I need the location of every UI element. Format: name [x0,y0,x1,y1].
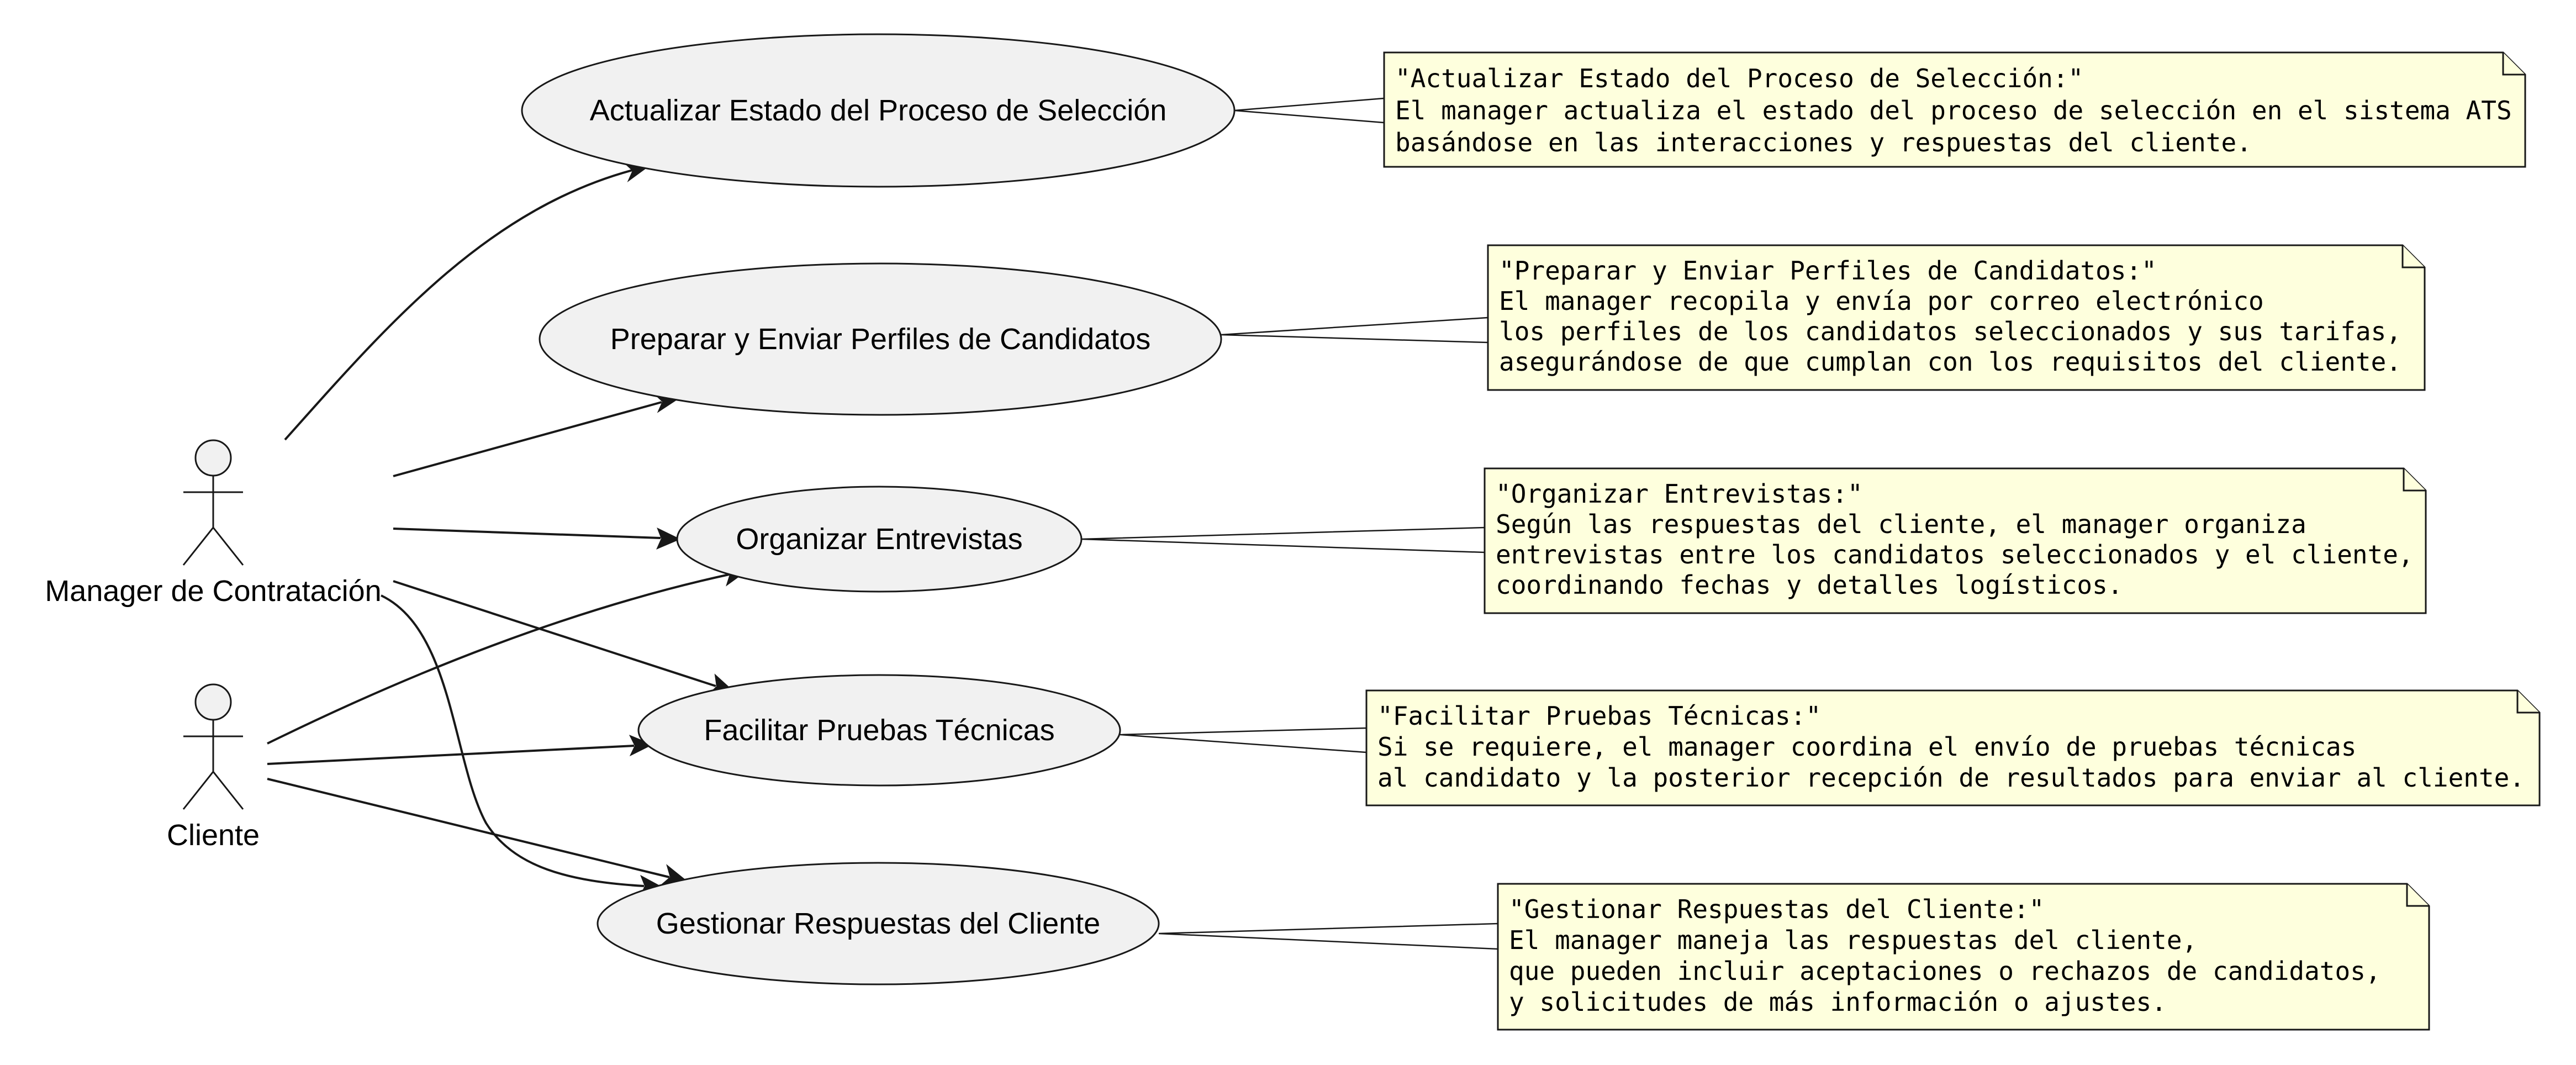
note-line: al candidato y la posterior recepción de… [1377,763,2525,793]
usecase-ellipse [637,674,1121,787]
note-line: que pueden incluir aceptaciones o rechaz… [1509,956,2381,986]
usecase-client-responses-label: Gestionar Respuestas del Cliente [656,907,1100,940]
usecase-organize-interviews-label: Organizar Entrevistas [736,523,1022,556]
edge-manager-send-profiles [393,401,662,477]
note-fold [2516,690,2540,714]
note-text: "Gestionar Respuestas del Cliente:" El m… [1509,894,2396,1017]
arrowhead-tech-client [629,735,653,757]
note-connector [1158,922,1499,950]
actor-head [194,683,232,721]
edge-manager-organize [393,528,661,539]
note-line: El manager actualiza el estado del proce… [1395,96,2512,125]
usecase-ellipse [539,262,1222,416]
edge-manager-update-status [284,169,633,441]
note-line: los perfiles de los candidatos seleccion… [1499,317,2401,346]
arrowhead-organize-manager [656,527,681,550]
note-tech-tests: "Facilitar Pruebas Técnicas:" Si se requ… [1120,689,2541,806]
actor-manager: Manager de Contratación [45,439,382,608]
relationships [267,162,748,897]
note-line: "Actualizar Estado del Proceso de Selecc… [1395,64,2083,93]
note-line: y solicitudes de más información o ajust… [1509,987,2167,1017]
note-connector [1081,526,1486,553]
actor-body [182,476,244,566]
note-line: "Gestionar Respuestas del Cliente:" [1509,894,2044,924]
actor-manager-label: Manager de Contratación [45,574,381,608]
usecase-ellipse [597,862,1160,985]
note-fold [2502,52,2525,76]
note-connector [1120,727,1368,753]
usecase-organize-interviews: Organizar Entrevistas [676,486,1083,593]
note-fold [2401,245,2425,268]
actor-client: Cliente [167,683,260,852]
note-line: asegurándose de que cumplan con los requ… [1499,347,2401,377]
usecase-update-status: Actualizar Estado del Proceso de Selecci… [521,33,1236,188]
note-send-profiles: "Preparar y Enviar Perfiles de Candidato… [1221,244,2426,391]
note-update-status: "Actualizar Estado del Proceso de Selecc… [1234,51,2527,168]
note-box [1487,244,2426,391]
note-client-responses: "Gestionar Respuestas del Cliente:" El m… [1158,883,2430,1031]
note-text: "Organizar Entrevistas:" Según las respu… [1496,479,2429,600]
note-box [1484,467,2427,614]
note-text: "Actualizar Estado del Proceso de Selecc… [1395,64,2527,157]
note-text: "Facilitar Pruebas Técnicas:" Si se requ… [1377,701,2525,793]
note-line: "Organizar Entrevistas:" [1496,479,1863,509]
actor-head [194,439,232,477]
edge-manager-tech-tests [393,580,716,687]
note-box [1497,883,2430,1031]
note-line: "Facilitar Pruebas Técnicas:" [1377,701,1821,731]
edge-client-tech-tests [267,745,635,765]
note-line: Si se requiere, el manager coordina el e… [1377,732,2356,762]
usecase-client-responses: Gestionar Respuestas del Cliente [597,862,1160,985]
note-connector [1221,317,1489,344]
usecase-send-profiles: Preparar y Enviar Perfiles de Candidatos [539,262,1222,416]
usecase-send-profiles-label: Preparar y Enviar Perfiles de Candidatos [610,323,1151,356]
note-line: entrevistas entre los candidatos selecci… [1496,540,2414,570]
note-fold [2406,884,2429,907]
edge-manager-client-responses [381,594,645,887]
usecase-tech-tests: Facilitar Pruebas Técnicas [637,674,1121,787]
note-line: El manager recopila y envía por correo e… [1499,286,2264,316]
usecase-update-status-label: Actualizar Estado del Proceso de Selecci… [590,94,1167,127]
note-line: basándose en las interacciones y respues… [1395,128,2252,157]
note-fold [2403,468,2426,492]
actor-body [182,720,244,810]
note-connector [1234,97,1385,124]
note-line: El manager maneja las respuestas del cli… [1509,925,2197,955]
note-text: "Preparar y Enviar Perfiles de Candidato… [1499,256,2417,377]
usecase-tech-tests-label: Facilitar Pruebas Técnicas [704,714,1054,747]
note-line: "Preparar y Enviar Perfiles de Candidato… [1499,256,2157,286]
note-organize-interviews: "Organizar Entrevistas:" Según las respu… [1081,467,2429,614]
note-box [1383,51,2526,168]
edge-client-client-responses [267,778,670,878]
edge-client-organize [267,573,730,745]
note-box [1365,689,2541,806]
actor-client-label: Cliente [167,819,260,852]
note-line: coordinando fechas y detalles logísticos… [1496,570,2123,600]
note-line: Según las respuestas del cliente, el man… [1496,509,2306,539]
